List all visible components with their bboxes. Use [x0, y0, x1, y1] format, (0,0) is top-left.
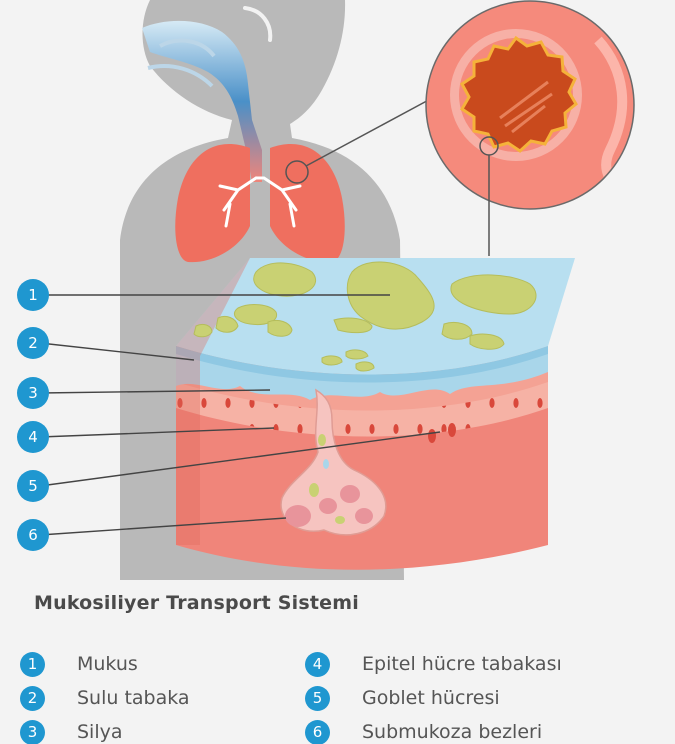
callout-6: 6: [17, 519, 49, 551]
callout-1: 1: [17, 279, 49, 311]
legend-number: 3: [20, 720, 45, 744]
svg-text:2: 2: [28, 334, 38, 352]
callout-3: 3: [17, 377, 49, 409]
legend-label: Silya: [77, 721, 123, 743]
svg-text:1: 1: [28, 286, 38, 304]
legend-item-epitel: 4 Epitel hücre tabakası: [305, 650, 562, 678]
legend-item-sulu-tabaka: 2 Sulu tabaka: [20, 684, 190, 712]
legend-item-silya: 3 Silya: [20, 718, 123, 744]
callout-5: 5: [17, 470, 49, 502]
legend-title: Mukosiliyer Transport Sistemi: [34, 592, 359, 614]
svg-text:6: 6: [28, 526, 38, 544]
legend-label: Goblet hücresi: [362, 687, 500, 709]
legend-item-mukus: 1 Mukus: [20, 650, 138, 678]
legend-number: 1: [20, 652, 45, 677]
callout-badges: 1 2 3 4 5 6: [17, 279, 49, 551]
legend-label: Epitel hücre tabakası: [362, 653, 562, 675]
svg-text:4: 4: [28, 428, 38, 446]
legend-item-goblet: 5 Goblet hücresi: [305, 684, 500, 712]
legend-number: 2: [20, 686, 45, 711]
bronchus-magnifier: [426, 0, 675, 256]
legend-number: 4: [305, 652, 330, 677]
legend: 1 Mukus 2 Sulu tabaka 3 Silya 4 Epitel h…: [0, 646, 675, 744]
legend-label: Submukoza bezleri: [362, 721, 542, 743]
legend-label: Mukus: [77, 653, 138, 675]
callout-2: 2: [17, 327, 49, 359]
svg-text:3: 3: [28, 384, 38, 402]
legend-item-submukoza: 6 Submukoza bezleri: [305, 718, 542, 744]
legend-label: Sulu tabaka: [77, 687, 190, 709]
respiratory-illustration: 1 2 3 4 5 6: [0, 0, 675, 580]
callout-4: 4: [17, 421, 49, 453]
svg-text:5: 5: [28, 477, 38, 495]
legend-number: 5: [305, 686, 330, 711]
legend-number: 6: [305, 720, 330, 744]
